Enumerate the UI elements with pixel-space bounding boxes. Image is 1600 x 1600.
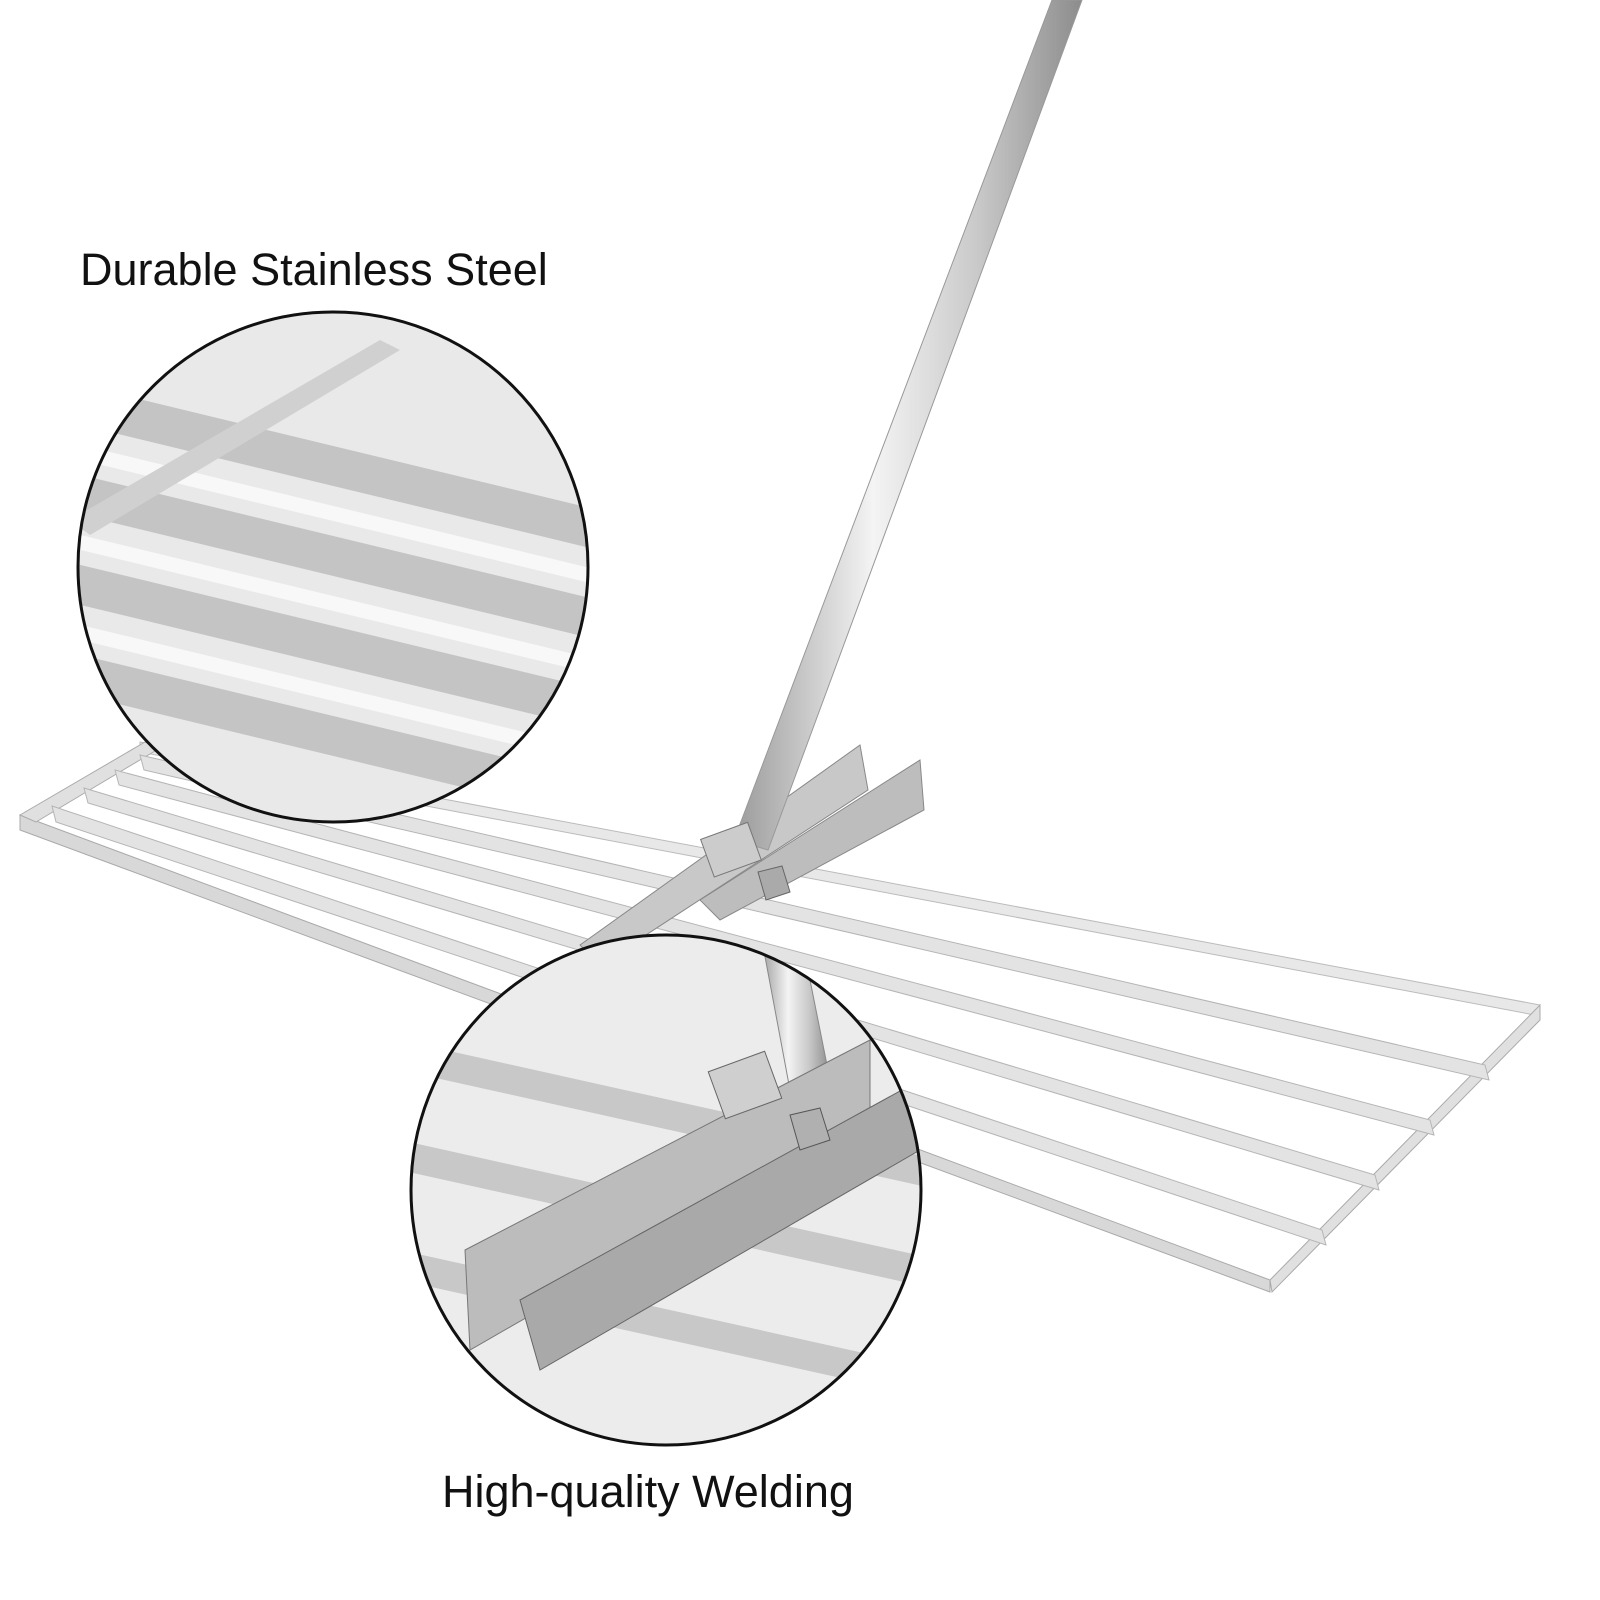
rake-handle (699, 0, 1083, 901)
callout-circle-welding (409, 933, 923, 1447)
callout-circle-stainless-steel (76, 310, 590, 824)
callout-label-stainless-steel: Durable Stainless Steel (80, 244, 548, 295)
callout-label-welding: High-quality Welding (442, 1466, 854, 1517)
